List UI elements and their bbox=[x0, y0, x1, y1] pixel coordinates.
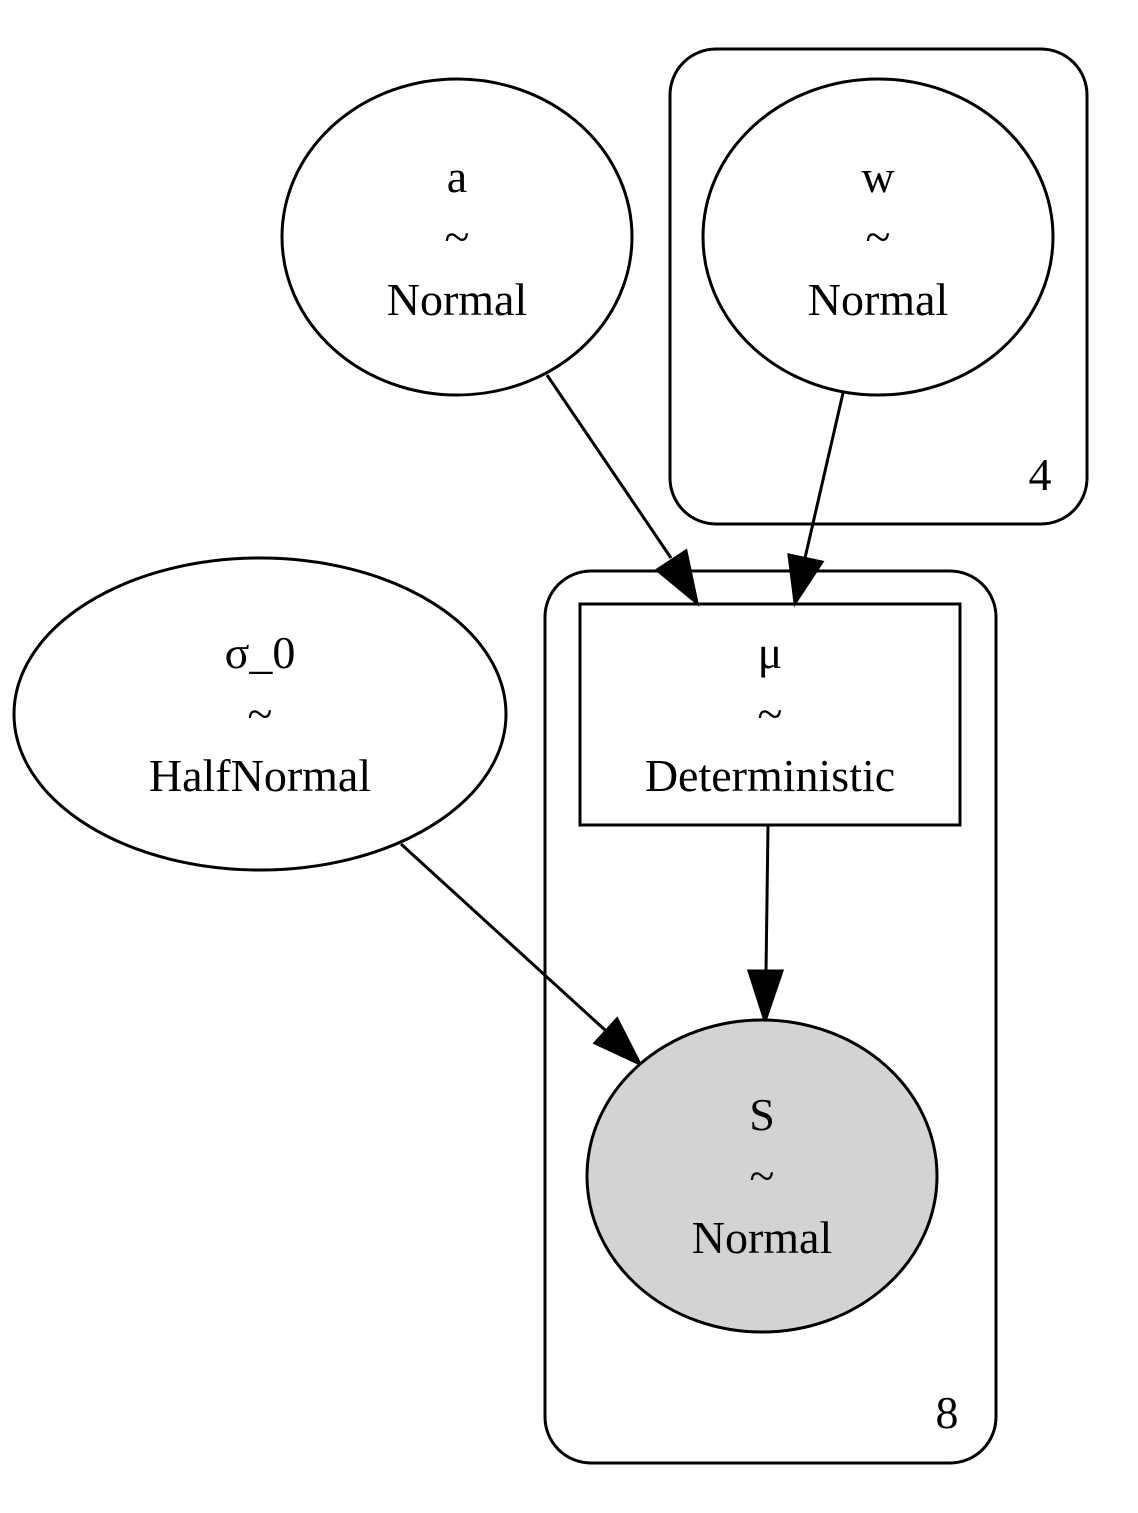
arrowhead bbox=[592, 1016, 644, 1068]
node-s-tilde: ~ bbox=[750, 1150, 775, 1201]
arrowhead bbox=[746, 969, 785, 1026]
plate-w: 4 bbox=[668, 47, 1089, 526]
arrowhead bbox=[787, 553, 825, 608]
node-w: w ~ Normal bbox=[701, 77, 1055, 397]
arrowhead bbox=[654, 548, 700, 607]
node-s-shape bbox=[585, 1018, 939, 1334]
edge-a-mu bbox=[545, 374, 700, 607]
node-s-name: S bbox=[749, 1089, 775, 1140]
node-sigma0-dist: HalfNormal bbox=[149, 750, 371, 801]
node-mu-shape bbox=[578, 602, 962, 827]
node-s-dist: Normal bbox=[692, 1212, 833, 1263]
plate-obs-size: 8 bbox=[936, 1387, 959, 1438]
node-w-dist: Normal bbox=[808, 274, 949, 325]
node-w-tilde: ~ bbox=[866, 211, 891, 262]
node-sigma0-tilde: ~ bbox=[248, 688, 273, 739]
node-mu-tilde: ~ bbox=[758, 688, 783, 739]
node-a: a ~ Normal bbox=[280, 77, 634, 397]
node-a-tilde: ~ bbox=[445, 211, 470, 262]
node-sigma0: σ_0 ~ HalfNormal bbox=[12, 556, 508, 872]
plate-w-size: 4 bbox=[1029, 449, 1052, 500]
node-w-name: w bbox=[861, 151, 895, 202]
edge-w-mu bbox=[787, 392, 845, 608]
node-mu: μ ~ Deterministic bbox=[578, 602, 962, 827]
node-a-dist: Normal bbox=[387, 274, 528, 325]
plate-obs: 8 bbox=[543, 569, 998, 1465]
node-sigma0-shape bbox=[12, 556, 508, 872]
node-a-shape bbox=[280, 77, 634, 397]
node-w-shape bbox=[701, 77, 1055, 397]
plate-w-frame bbox=[668, 47, 1089, 526]
plate-obs-frame bbox=[543, 569, 998, 1465]
node-sigma0-name: σ_0 bbox=[225, 627, 296, 678]
node-a-name: a bbox=[447, 151, 467, 202]
node-mu-name: μ bbox=[758, 627, 783, 678]
edge-mu-s bbox=[746, 825, 785, 1026]
edge-sigma-s bbox=[399, 842, 644, 1068]
node-s: S ~ Normal bbox=[585, 1018, 939, 1334]
node-mu-dist: Deterministic bbox=[645, 750, 895, 801]
